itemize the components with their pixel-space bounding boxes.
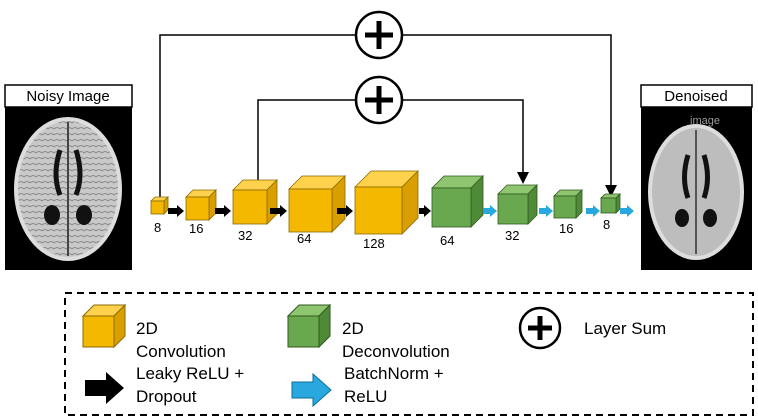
legend-conv-line1: 2D: [136, 319, 158, 338]
layer-sum-icon: [354, 10, 404, 60]
skip-connection-inner: [257, 75, 529, 185]
legend-deconv-line1: 2D: [342, 319, 364, 338]
conv-layer-channels: 16: [189, 221, 203, 236]
leaky-relu-dropout-arrow: [215, 205, 231, 217]
deconv-layer-channels: 8: [603, 217, 610, 232]
deconv-layer-cube: [600, 193, 621, 214]
conv-layer-channels: 32: [238, 228, 252, 243]
deconv-layer-cube: [497, 184, 538, 225]
leaky-relu-dropout-arrow: [337, 205, 353, 217]
legend-deconv-line2: Deconvolution: [342, 342, 450, 361]
noisy-brain-image: [14, 117, 122, 261]
conv-layer-channels: 8: [154, 220, 161, 235]
batchnorm-relu-arrow: [586, 205, 600, 217]
deconv-layer-cube: [553, 189, 583, 219]
denoised-image-sublabel: image: [690, 115, 720, 127]
deconv-layer-channels: 32: [505, 228, 519, 243]
noisy-image-panel: Noisy Image: [4, 84, 133, 270]
legend-leaky-arrow-icon: [85, 372, 124, 404]
denoised-brain-image: [648, 124, 744, 260]
conv-layer-channels: 64: [297, 231, 311, 246]
legend-bn-arrow-icon: [291, 372, 332, 408]
skip-connection-outer: [159, 10, 617, 197]
legend-leaky-line1: Leaky ReLU +: [136, 364, 244, 383]
leaky-relu-dropout-arrow: [168, 205, 184, 217]
conv-layer-cube: [288, 175, 346, 233]
legend-layer-sum-icon: [518, 306, 562, 350]
legend-conv-cube-icon: [81, 303, 127, 349]
conv-layer-cube: [354, 170, 419, 235]
conv-layer-cube: [150, 196, 169, 215]
conv-layer-channels: 128: [363, 236, 385, 251]
deconv-layer-channels: 64: [440, 233, 454, 248]
legend-sum-label: Layer Sum: [584, 319, 666, 338]
denoised-image-label: Denoised: [664, 88, 727, 105]
deconv-layer-channels: 16: [559, 221, 573, 236]
conv-layer-cube: [185, 189, 217, 221]
layer-sum-icon: [354, 75, 404, 125]
denoised-image-panel: Denoised image: [640, 84, 753, 270]
legend-bn-line1: BatchNorm +: [344, 364, 444, 383]
batchnorm-relu-arrow: [620, 205, 634, 217]
legend: 2D Convolution 2D Deconvolution Layer Su…: [64, 292, 754, 416]
noisy-image-label: Noisy Image: [26, 88, 109, 105]
leaky-relu-dropout-arrow: [419, 205, 431, 217]
deconv-layer-cube: [431, 175, 484, 228]
batchnorm-relu-arrow: [539, 205, 553, 217]
legend-bn-line2: ReLU: [344, 387, 387, 406]
conv-layer-cube: [232, 179, 278, 225]
network-layers: 8 16 32 64 128 64 32 16 8: [150, 170, 634, 251]
leaky-relu-dropout-arrow: [270, 205, 287, 217]
legend-leaky-line2: Dropout: [136, 387, 197, 406]
legend-deconv-cube-icon: [286, 303, 332, 349]
batchnorm-relu-arrow: [483, 205, 497, 217]
legend-conv-line2: Convolution: [136, 342, 226, 361]
legend-border: [64, 292, 754, 416]
